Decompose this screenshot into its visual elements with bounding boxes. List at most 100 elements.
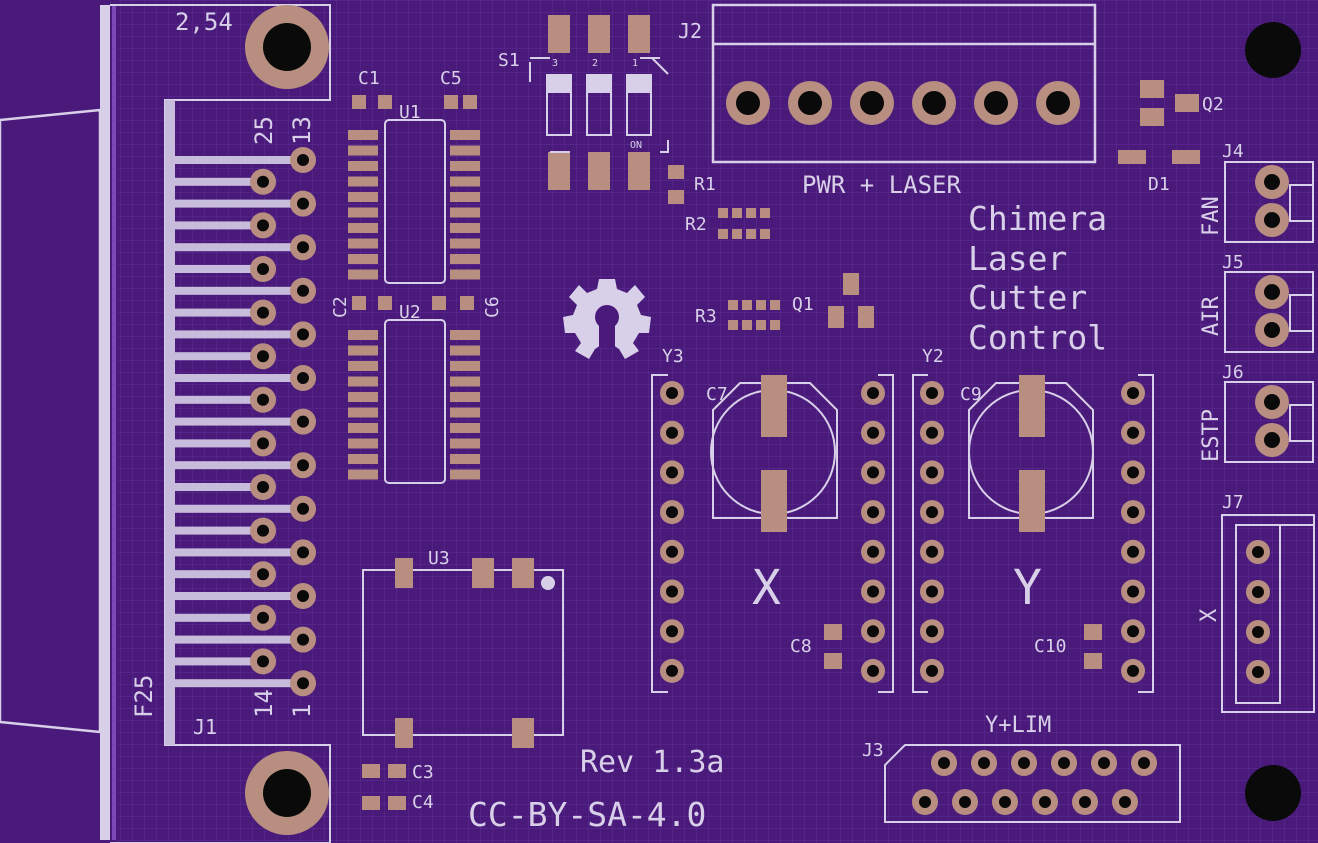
driver-pad-drill bbox=[1127, 506, 1139, 519]
c8-label: C8 bbox=[790, 636, 812, 657]
d1-label: D1 bbox=[1148, 174, 1170, 195]
u2-label: U2 bbox=[399, 302, 421, 323]
j1-pad-drill bbox=[257, 219, 269, 232]
j7-pad-drill bbox=[1252, 626, 1264, 638]
u1-chip bbox=[348, 119, 480, 284]
s1-sw1-label: 1 bbox=[632, 58, 638, 69]
soic-pad bbox=[450, 269, 480, 280]
c2-label: C2 bbox=[330, 296, 351, 318]
j7-pad-drill bbox=[1252, 666, 1264, 678]
s1-sw3-label: 3 bbox=[552, 58, 558, 69]
j1-finger bbox=[175, 461, 303, 470]
j1-finger bbox=[175, 526, 263, 535]
resistors bbox=[668, 165, 780, 330]
driver-pad-drill bbox=[926, 387, 938, 399]
j1-pad-drill bbox=[297, 372, 309, 384]
driver-pad-drill bbox=[666, 426, 678, 439]
driver-pad-drill bbox=[666, 466, 678, 479]
soic-pad bbox=[348, 161, 378, 171]
u1-label: U1 bbox=[399, 102, 421, 123]
u2-chip bbox=[348, 319, 480, 484]
j1-pad-drill bbox=[257, 481, 269, 493]
f25-label: F25 bbox=[130, 675, 158, 718]
j1-pad-drill bbox=[257, 655, 269, 668]
c4-label: C4 bbox=[412, 792, 434, 813]
j1-finger bbox=[175, 679, 303, 688]
j2-label: J2 bbox=[678, 19, 702, 43]
j1-finger bbox=[175, 657, 263, 666]
j1-finger bbox=[175, 395, 263, 404]
driver-pad-drill bbox=[666, 387, 678, 399]
u3-module bbox=[362, 558, 564, 748]
j1-pad-drill bbox=[297, 633, 309, 646]
j3-pad-drill bbox=[1138, 757, 1150, 769]
j7-label: J7 bbox=[1222, 492, 1244, 513]
soic-pad bbox=[450, 192, 480, 202]
soic-pad bbox=[348, 330, 378, 340]
header-pad-drill bbox=[1264, 432, 1280, 448]
header-pad-drill bbox=[1264, 284, 1280, 300]
j3-pad-drill bbox=[1018, 757, 1030, 769]
driver-pad-drill bbox=[666, 664, 678, 677]
db25-flange bbox=[0, 5, 116, 840]
j1-finger bbox=[175, 635, 303, 644]
q2-label: Q2 bbox=[1202, 94, 1224, 115]
u3-label: U3 bbox=[428, 548, 450, 569]
fan-label: FAN bbox=[1199, 196, 1224, 236]
j1-pad-drill bbox=[257, 393, 269, 406]
header-pad-drill bbox=[1264, 174, 1280, 190]
j2-pad-drill bbox=[798, 91, 822, 115]
r1-label: R1 bbox=[694, 174, 716, 195]
j1-finger bbox=[175, 308, 263, 317]
soic-pad bbox=[348, 392, 378, 402]
j1-pad-drill bbox=[297, 590, 309, 602]
j1-pad-drill bbox=[297, 502, 309, 515]
j1-pad-drill bbox=[257, 175, 269, 188]
j2-pad-drill bbox=[922, 91, 946, 115]
soic-pad bbox=[450, 469, 480, 480]
soic-pad bbox=[450, 376, 480, 387]
s1-label: S1 bbox=[498, 50, 520, 71]
c10-label: C10 bbox=[1034, 636, 1067, 657]
soic-pad bbox=[348, 469, 378, 480]
j1-finger bbox=[175, 592, 303, 600]
license-label: CC-BY-SA-4.0 bbox=[468, 795, 706, 834]
j1-finger bbox=[175, 265, 263, 273]
soic-pad bbox=[348, 254, 378, 264]
transistors-diode bbox=[828, 80, 1200, 328]
estp-label: ESTP bbox=[1199, 409, 1224, 462]
header-pad-drill bbox=[1264, 212, 1280, 228]
silkscreen-text: 2,54 25 13 14 1 F25 J1 C1 C5 U1 C2 U2 C6… bbox=[130, 8, 1244, 834]
j1-finger bbox=[175, 570, 263, 579]
soic-pad bbox=[450, 345, 480, 356]
j5-label: J5 bbox=[1222, 252, 1244, 273]
j4-j5-j6-headers bbox=[1224, 161, 1314, 463]
j1-finger bbox=[175, 330, 303, 339]
j3-pad-drill bbox=[999, 796, 1011, 808]
driver-pad-drill bbox=[666, 625, 678, 638]
soic-pad bbox=[348, 130, 378, 140]
j3-pad-drill bbox=[938, 757, 950, 769]
j3-pad-drill bbox=[1079, 796, 1091, 808]
c6-label: C6 bbox=[482, 296, 503, 318]
j1-pad-drill bbox=[257, 611, 269, 624]
driver-pad-drill bbox=[867, 387, 879, 399]
soic-pad bbox=[450, 330, 480, 340]
j1-finger bbox=[175, 156, 303, 164]
soic-pad bbox=[348, 223, 378, 233]
driver-pad-drill bbox=[926, 426, 938, 439]
j2-pad-drill bbox=[860, 91, 884, 115]
driver-pad-drill bbox=[926, 625, 938, 638]
s1-on-label: ON bbox=[630, 140, 642, 151]
soic-pad bbox=[348, 145, 378, 156]
y2-label: Y2 bbox=[922, 346, 944, 367]
driver-pad-drill bbox=[867, 585, 879, 598]
j1-finger bbox=[175, 286, 303, 295]
j2-terminal-block bbox=[711, 3, 1097, 164]
j1-pad-drill bbox=[297, 546, 309, 559]
pin13-label: 13 bbox=[288, 116, 316, 145]
j1-pad-drill bbox=[257, 437, 269, 450]
j1-finger bbox=[175, 352, 263, 361]
c7-label: C7 bbox=[706, 384, 728, 405]
